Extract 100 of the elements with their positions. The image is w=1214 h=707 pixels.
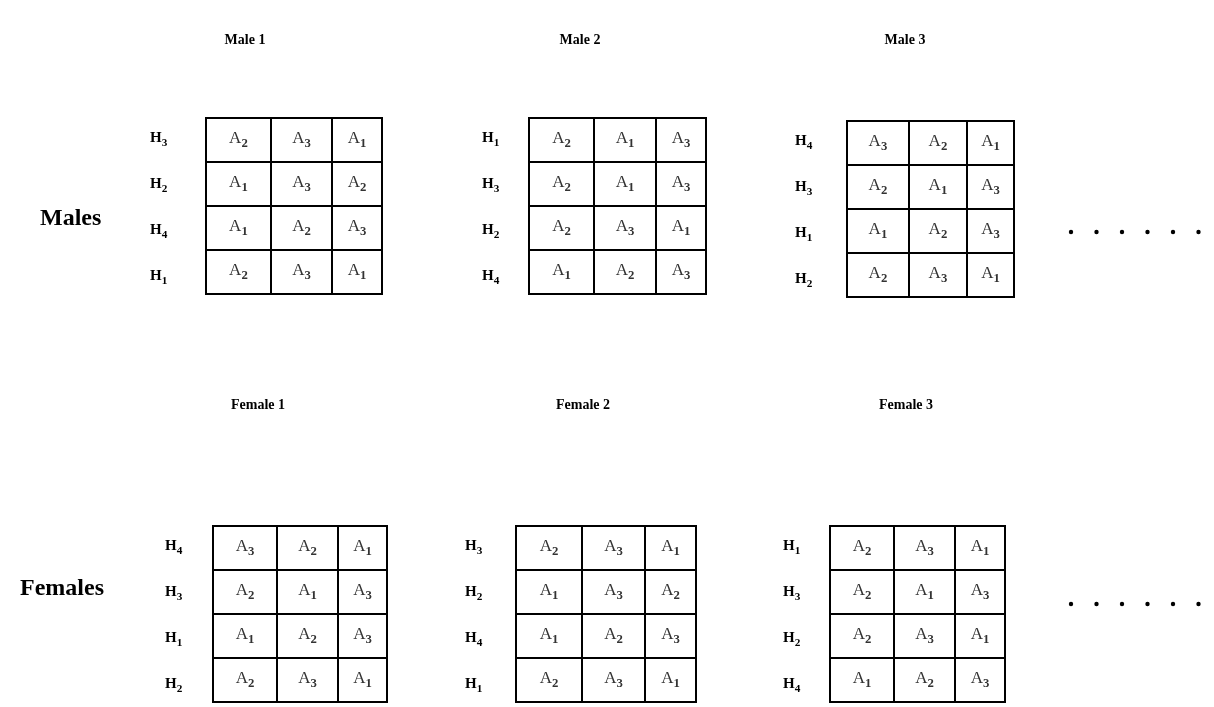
table-cell: A$_{3}$	[656, 118, 706, 162]
table-cell: A$_{3}$	[338, 570, 387, 614]
table-cell: A$_{3}$	[581, 526, 646, 570]
table-cell: A$_{3}$	[645, 614, 696, 658]
row-label: H$_{3}$	[795, 178, 814, 197]
table-cell: A$_{1}$	[656, 206, 706, 250]
table-cell: A$_{3}$	[967, 165, 1014, 209]
table-cell: A$_{1}$	[893, 570, 956, 614]
table-cell: A$_{2}$	[830, 526, 894, 570]
table-cell: A$_{1}$	[338, 658, 387, 702]
table-heading: Female 2	[556, 397, 610, 413]
table-cell: A$_{3}$	[955, 570, 1005, 614]
row-label: H$_{3}$	[783, 583, 802, 602]
table-cell: A$_{2}$	[270, 206, 333, 250]
row-label: H$_{3}$	[150, 129, 169, 148]
table-cell: A$_{3}$	[893, 526, 956, 570]
table-cell: A$_{1}$	[847, 209, 909, 253]
table-cell: A$_{3}$	[847, 121, 909, 165]
row-label: H$_{1}$	[482, 129, 501, 148]
row-label: H$_{3}$	[165, 583, 184, 602]
table-cell: A$_{3}$	[270, 250, 333, 294]
table-cell: A$_{3}$	[908, 253, 967, 297]
row-label: H$_{1}$	[165, 629, 184, 648]
table-heading: Male 2	[559, 32, 601, 48]
table-cell: A$_{3}$	[581, 658, 646, 702]
row-label: H$_{1}$	[150, 267, 169, 286]
row-label: H$_{4}$	[795, 132, 814, 151]
table-cell: A$_{1}$	[516, 570, 582, 614]
table-cell: A$_{2}$	[332, 162, 382, 206]
table-cell: A$_{3}$	[276, 658, 338, 702]
table-cell: A$_{1}$	[338, 526, 387, 570]
table-cell: A$_{1}$	[955, 526, 1005, 570]
table-cell: A$_{2}$	[830, 614, 894, 658]
table-cell: A$_{2}$	[516, 526, 582, 570]
row-label: H$_{2}$	[482, 221, 501, 240]
table-cell: A$_{1}$	[967, 121, 1014, 165]
table-cell: A$_{3}$	[955, 658, 1005, 702]
table-cell: A$_{3}$	[893, 614, 956, 658]
row-label: H$_{1}$	[783, 537, 802, 556]
table-cell: A$_{2}$	[213, 658, 277, 702]
table-cell: A$_{1}$	[967, 253, 1014, 297]
table-cell: A$_{1}$	[908, 165, 967, 209]
table-cell: A$_{3}$	[270, 162, 333, 206]
table-cell: A$_{3}$	[656, 250, 706, 294]
table-cell: A$_{3}$	[656, 162, 706, 206]
table-cell: A$_{1}$	[276, 570, 338, 614]
table-cell: A$_{2}$	[830, 570, 894, 614]
row-label: H$_{4}$	[482, 267, 501, 286]
table-cell: A$_{2}$	[645, 570, 696, 614]
table-cell: A$_{2}$	[847, 253, 909, 297]
row-label: H$_{2}$	[165, 675, 184, 694]
row-label: H$_{2}$	[150, 175, 169, 194]
table-cell: A$_{2}$	[581, 614, 646, 658]
table-cell: A$_{1}$	[955, 614, 1005, 658]
table-cell: A$_{3}$	[967, 209, 1014, 253]
table-cell: A$_{1}$	[516, 614, 582, 658]
table-cell: A$_{2}$	[213, 570, 277, 614]
table-heading: Male 1	[224, 32, 266, 48]
row-label: H$_{2}$	[465, 583, 484, 602]
table-cell: A$_{2}$	[276, 614, 338, 658]
row-label: H$_{1}$	[465, 675, 484, 694]
table-cell: A$_{2}$	[206, 250, 271, 294]
table-heading: Male 3	[884, 32, 926, 48]
table-cell: A$_{2}$	[529, 118, 594, 162]
row-label: H$_{2}$	[783, 629, 802, 648]
table-cell: A$_{1}$	[206, 206, 271, 250]
table-cell: A$_{1}$	[645, 658, 696, 702]
row-label: H$_{1}$	[795, 224, 814, 243]
table-cell: A$_{3}$	[581, 570, 646, 614]
table-cell: A$_{3}$	[593, 206, 656, 250]
table-cell: A$_{2}$	[847, 165, 909, 209]
row-label: H$_{4}$	[783, 675, 802, 694]
row-label: H$_{4}$	[150, 221, 169, 240]
table-cell: A$_{3}$	[332, 206, 382, 250]
table-cell: A$_{2}$	[893, 658, 956, 702]
table-cell: A$_{2}$	[206, 118, 271, 162]
row-label: H$_{4}$	[465, 629, 484, 648]
table-cell: A$_{1}$	[206, 162, 271, 206]
table-cell: A$_{1}$	[593, 162, 656, 206]
table-cell: A$_{2}$	[529, 162, 594, 206]
group-label: Males	[40, 204, 102, 231]
table-cell: A$_{1}$	[332, 250, 382, 294]
table-cell: A$_{1}$	[213, 614, 277, 658]
table-cell: A$_{2}$	[908, 209, 967, 253]
table-cell: A$_{1}$	[529, 250, 594, 294]
table-cell: A$_{2}$	[593, 250, 656, 294]
table-heading: Female 3	[879, 397, 933, 413]
table-cell: A$_{3}$	[270, 118, 333, 162]
table-cell: A$_{2}$	[529, 206, 594, 250]
row-label: H$_{4}$	[165, 537, 184, 556]
group-label: Females	[20, 574, 104, 601]
table-cell: A$_{2}$	[908, 121, 967, 165]
table-cell: A$_{3}$	[213, 526, 277, 570]
row-label: H$_{3}$	[465, 537, 484, 556]
table-cell: A$_{2}$	[516, 658, 582, 702]
table-cell: A$_{2}$	[276, 526, 338, 570]
table-heading: Female 1	[231, 397, 285, 413]
table-cell: A$_{1}$	[830, 658, 894, 702]
row-label: H$_{3}$	[482, 175, 501, 194]
table-cell: A$_{1}$	[593, 118, 656, 162]
